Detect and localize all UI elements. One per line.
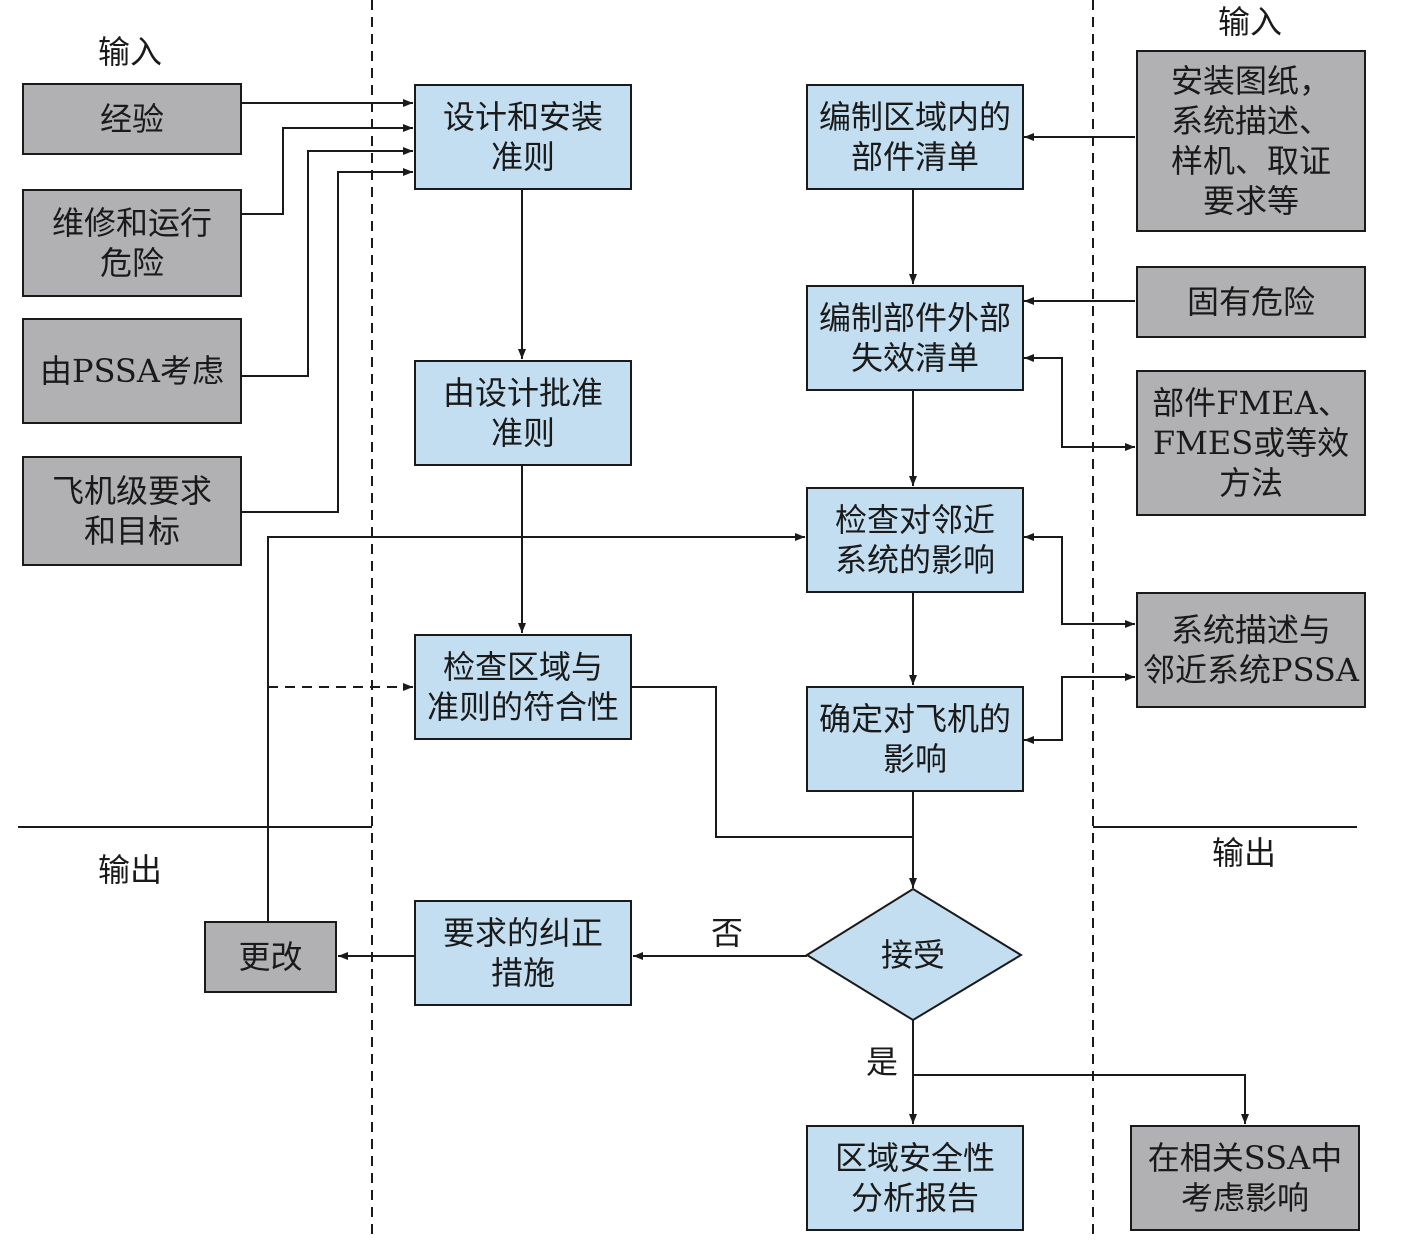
box-check-adjacent: 检查对邻近 系统的影响	[806, 487, 1024, 593]
decision-accept-label: 接受	[880, 936, 945, 974]
arrow-fmea-bidir	[1024, 354, 1135, 451]
input-inherent-hazard: 固有危险	[1136, 266, 1366, 338]
label-no: 否	[711, 914, 744, 952]
label-yes: 是	[866, 1043, 899, 1081]
input-install-drawings: 安装图纸， 系统描述、 样机、取证 要求等	[1136, 50, 1366, 232]
arrow-sysdesc-aircraft	[1024, 673, 1135, 744]
box-change: 更改	[204, 921, 337, 993]
arrow-compliance-to-decision	[632, 686, 913, 838]
label-input-right: 输入	[1218, 3, 1283, 41]
label-input-left: 输入	[98, 33, 163, 71]
label-output-left: 输出	[98, 851, 163, 889]
label-output-right: 输出	[1212, 834, 1277, 872]
box-consider-ssa: 在相关SSA中 考虑影响	[1130, 1125, 1360, 1231]
input-from-pssa: 由PSSA考虑	[22, 318, 242, 424]
arrow-change-to-adjacent	[267, 533, 805, 921]
arrow-maintenance	[242, 124, 413, 215]
box-list-failures: 编制部件外部 失效清单	[806, 285, 1024, 391]
arrow-yes-to-ssa	[913, 1074, 1249, 1124]
arrow-pssa	[242, 147, 413, 377]
box-check-compliance: 检查区域与 准则的符合性	[414, 634, 632, 740]
decision-diamond	[805, 887, 1023, 1022]
box-list-components: 编制区域内的 部件清单	[806, 84, 1024, 190]
box-determine-aircraft: 确定对飞机的 影响	[806, 686, 1024, 792]
arrow-sysdesc-adjacent	[1024, 533, 1135, 628]
arrow-aircraft-req	[242, 168, 413, 513]
box-design-approved-rules: 由设计批准 准则	[414, 360, 632, 466]
input-fmea: 部件FMEA、 FMES或等效 方法	[1136, 370, 1366, 516]
input-aircraft-requirements: 飞机级要求 和目标	[22, 456, 242, 566]
input-experience: 经验	[22, 83, 242, 155]
box-design-install-rules: 设计和安装 准则	[414, 84, 632, 190]
input-system-description: 系统描述与 邻近系统PSSA	[1136, 592, 1366, 708]
box-corrective-action: 要求的纠正 措施	[414, 900, 632, 1006]
box-zonal-report: 区域安全性 分析报告	[806, 1125, 1024, 1231]
input-maintenance-hazard: 维修和运行 危险	[22, 189, 242, 297]
